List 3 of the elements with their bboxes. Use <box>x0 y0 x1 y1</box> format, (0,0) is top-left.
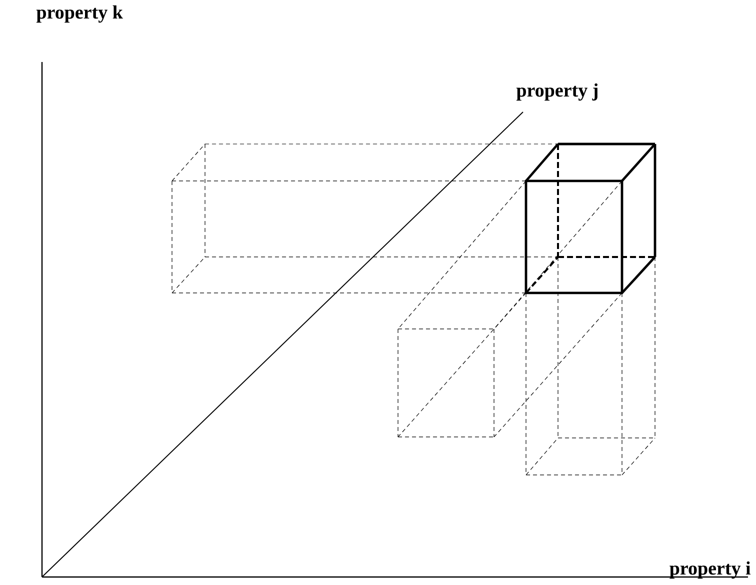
axis-label: property i <box>670 561 750 579</box>
axis-label: property k <box>36 5 123 23</box>
axis-label: property j <box>516 83 598 101</box>
